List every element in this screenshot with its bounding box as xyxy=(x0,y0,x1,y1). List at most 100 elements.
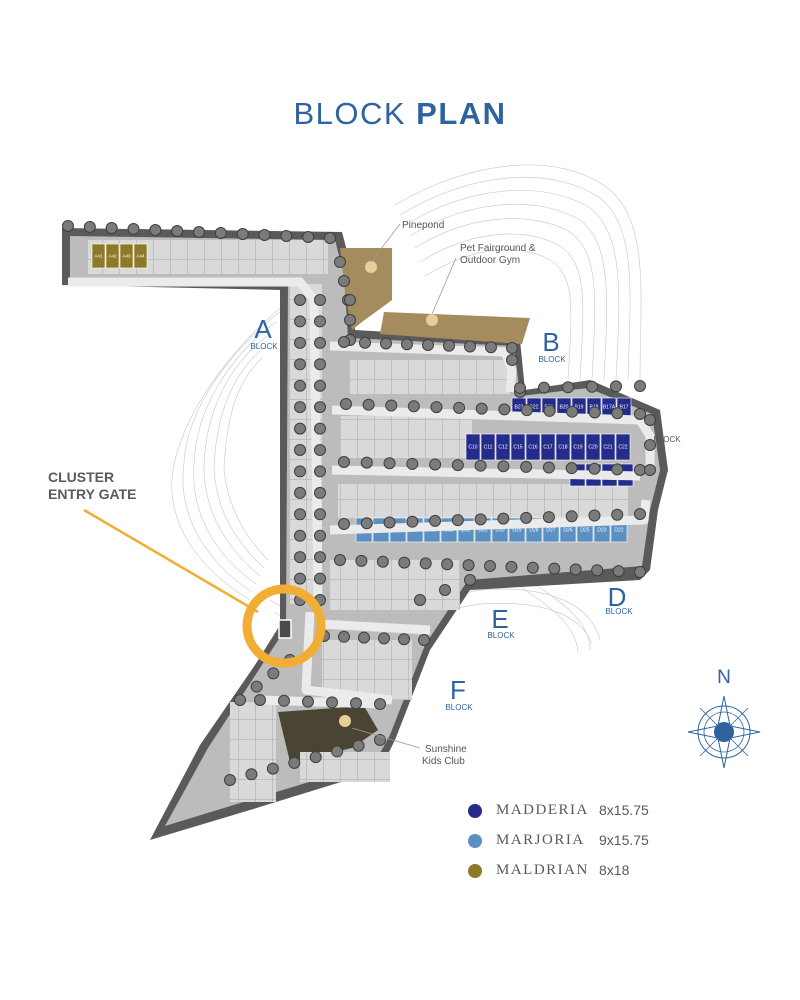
unit-label: B23 xyxy=(515,405,524,411)
tree-dot xyxy=(314,401,326,414)
tree-dot xyxy=(334,256,346,268)
tree-dot xyxy=(406,457,419,470)
tree-dot xyxy=(439,584,451,596)
tree-dot xyxy=(280,230,293,242)
unit-plot[interactable] xyxy=(570,433,586,461)
tree-dot xyxy=(334,554,346,566)
tree-dot xyxy=(294,486,306,499)
tree-dot xyxy=(611,463,624,476)
tree-dot xyxy=(344,294,356,306)
tree-dot xyxy=(588,509,601,522)
title-part-1: BLOCK xyxy=(293,96,417,131)
tree-dot xyxy=(566,405,579,418)
tree-dot xyxy=(127,223,140,235)
legend: MADDERIA 8x15.75 MARJORIA 9x15.75 MALDRI… xyxy=(466,800,706,890)
tree-dot xyxy=(591,564,604,577)
tree-dot xyxy=(464,574,476,586)
unit-plot[interactable] xyxy=(105,243,120,269)
tree-dot xyxy=(565,510,578,523)
tree-dot xyxy=(588,406,601,419)
unit-label: C19 xyxy=(573,445,582,451)
tree-dot xyxy=(314,486,326,499)
block-d-sub: BLOCK xyxy=(605,607,633,616)
legend-size: 8x15.75 xyxy=(599,802,649,818)
tree-dot xyxy=(236,228,249,240)
tree-dot xyxy=(294,401,306,414)
tree-dot xyxy=(245,768,258,781)
tree-dot xyxy=(254,694,266,706)
tree-dot xyxy=(538,381,550,394)
tree-dot xyxy=(352,739,365,752)
tree-dot xyxy=(294,294,306,306)
unit-plot[interactable] xyxy=(465,433,481,461)
unit-plot[interactable] xyxy=(615,433,631,461)
unit-plot[interactable] xyxy=(600,433,616,461)
tree-dot xyxy=(385,399,398,412)
tree-dot xyxy=(302,231,315,243)
tree-dot xyxy=(309,751,322,764)
tree-dot xyxy=(474,459,487,472)
page-title: BLOCK PLAN xyxy=(0,96,800,132)
pinepond-label: Pinepond xyxy=(402,220,444,231)
title-part-2: PLAN xyxy=(416,96,507,131)
unit-plot[interactable] xyxy=(495,433,511,461)
tree-dot xyxy=(294,336,306,349)
unit-label: D27 xyxy=(546,528,555,534)
block-c-sub: BLOCK xyxy=(653,435,681,444)
legend-name: MALDRIAN xyxy=(496,862,589,878)
tree-dot xyxy=(644,439,656,451)
tree-dot xyxy=(314,465,326,478)
tree-dot xyxy=(331,745,344,758)
tree-dot xyxy=(376,555,389,568)
unit-label: C15 xyxy=(513,445,522,451)
unit-plot[interactable] xyxy=(480,433,496,461)
tree-dot xyxy=(302,695,314,708)
tree-dot xyxy=(526,561,539,574)
unit-label: B20 xyxy=(560,405,569,411)
tree-dot xyxy=(214,227,227,239)
tree-dot xyxy=(634,508,646,520)
tree-dot xyxy=(258,229,271,241)
legend-row-marjoria: MARJORIA 9x15.75 xyxy=(466,830,706,860)
unit-plot[interactable] xyxy=(525,433,541,461)
tree-dot xyxy=(401,338,413,351)
gate-label-line1: CLUSTER xyxy=(48,469,114,485)
unit-label: A41 xyxy=(94,254,103,259)
tree-dots xyxy=(62,220,656,786)
unit-plot[interactable] xyxy=(133,243,148,269)
unit-label: C22 xyxy=(618,445,627,451)
tree-dot xyxy=(430,401,443,414)
tree-dot xyxy=(565,462,578,475)
tree-dot xyxy=(358,631,370,644)
tree-dot xyxy=(326,696,338,709)
unit-plot[interactable] xyxy=(91,243,106,269)
tree-dot xyxy=(314,572,326,585)
unit-plot[interactable] xyxy=(510,433,526,461)
tree-dot xyxy=(610,380,622,393)
pet-fairground-area xyxy=(380,312,530,344)
unit-plot[interactable] xyxy=(585,433,601,461)
unit-label: C18 xyxy=(558,445,567,451)
tree-dot xyxy=(398,556,411,569)
unit-plot[interactable] xyxy=(119,243,134,269)
unit-label: A44 xyxy=(136,254,145,259)
tree-dot xyxy=(644,414,656,426)
tree-dot xyxy=(338,456,350,468)
tree-dot xyxy=(362,398,375,411)
tree-dot xyxy=(355,554,368,567)
compass-north-letter: N xyxy=(717,667,731,688)
tree-dot xyxy=(314,315,326,328)
tree-dot xyxy=(542,461,555,474)
tree-dot xyxy=(62,220,74,232)
gate-label-line2: ENTRY GATE xyxy=(48,486,136,502)
tree-dot xyxy=(542,511,555,524)
unit-label: D25 xyxy=(580,528,589,534)
legend-dot-marjoria xyxy=(468,834,482,848)
tree-dot xyxy=(441,558,454,571)
unit-plot[interactable] xyxy=(555,433,571,461)
unit-plot[interactable] xyxy=(540,433,556,461)
tree-dot xyxy=(344,314,356,326)
tree-dot xyxy=(520,511,533,524)
legend-name: MADDERIA xyxy=(496,802,589,818)
